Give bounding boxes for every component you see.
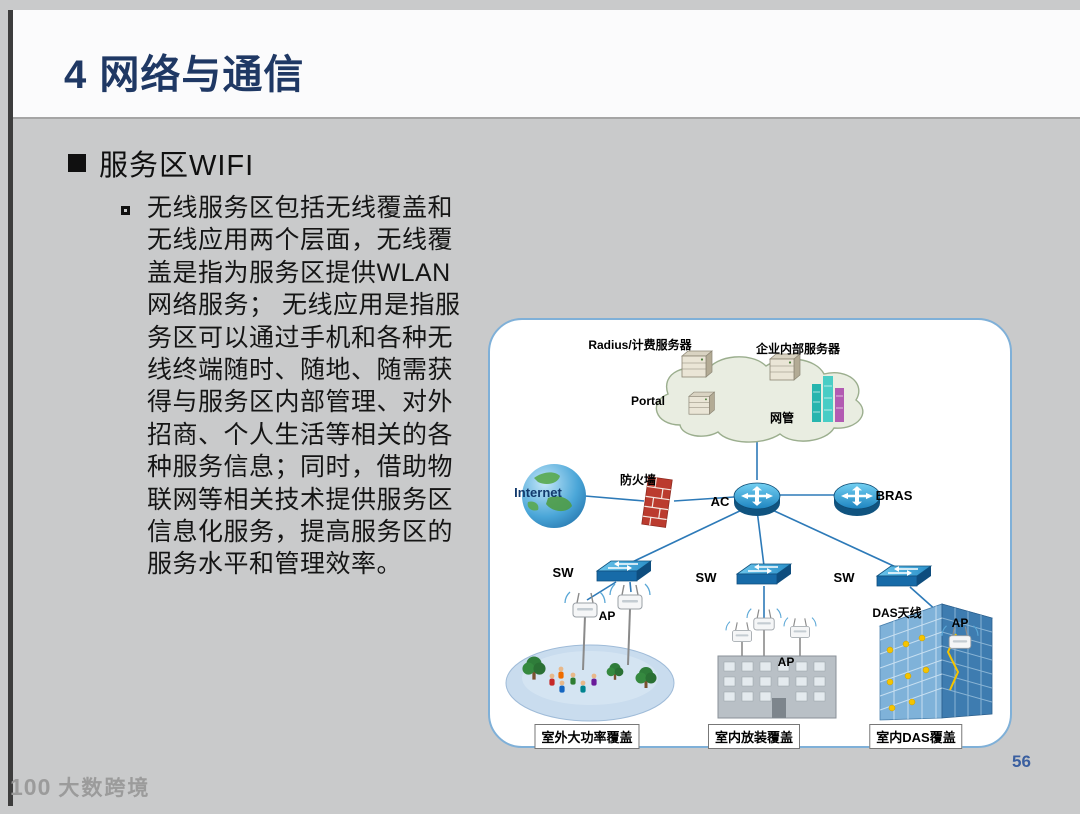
hollow-square-bullet-icon bbox=[121, 206, 130, 215]
das-building bbox=[878, 603, 994, 721]
body-line: 得与服务区内部管理、对外 bbox=[147, 388, 454, 417]
body-line: 线终端随时、随地、随需获 bbox=[147, 356, 454, 385]
body-line: 网络服务； 无线应用是指服 bbox=[147, 291, 461, 320]
bras-router-icon bbox=[833, 482, 881, 517]
outdoor-scene bbox=[505, 583, 675, 722]
firewall-label: 防火墙 bbox=[619, 473, 657, 487]
body-line: 服务水平和管理效率。 bbox=[147, 550, 403, 579]
radius-server-label: Radius/计费服务器 bbox=[588, 338, 692, 352]
indoor-ap-icon bbox=[783, 617, 817, 639]
sw1-label: SW bbox=[552, 565, 574, 580]
sw3-label: SW bbox=[833, 570, 855, 585]
nms-cloud bbox=[655, 356, 864, 443]
enterprise-server-icon bbox=[769, 353, 801, 381]
body-line: 盖是指为服务区提供WLAN bbox=[147, 258, 451, 287]
left-accent-stripe bbox=[8, 10, 13, 806]
coverage-outdoor-label: 室外大功率覆盖 bbox=[534, 724, 640, 749]
portal-label: Portal bbox=[630, 394, 666, 408]
ap3-label: AP bbox=[951, 616, 969, 630]
sw2-label: SW bbox=[695, 570, 717, 585]
page-title: 4 网络与通信 bbox=[64, 53, 305, 97]
network-diagram-panel: Radius/计费服务器 企业内部服务器 Portal 网管 Internet … bbox=[488, 318, 1012, 749]
body-line: 无线服务区包括无线覆盖和 bbox=[147, 194, 454, 222]
header-band bbox=[13, 10, 1080, 119]
nms-label: 网管 bbox=[769, 411, 795, 425]
internet-label: Internet bbox=[514, 485, 562, 500]
ac-label: AC bbox=[710, 494, 730, 509]
watermark: 100 大数跨境 bbox=[10, 772, 150, 802]
ap1-label: AP bbox=[598, 609, 616, 623]
page-number: 56 bbox=[1012, 752, 1031, 771]
das-antenna-label: DAS天线 bbox=[872, 606, 922, 620]
network-diagram bbox=[505, 350, 994, 722]
switch-2-icon bbox=[736, 563, 792, 585]
enterprise-server-label: 企业内部服务器 bbox=[755, 342, 841, 356]
portal-server-icon bbox=[688, 391, 715, 415]
watermark-logo: 100 bbox=[10, 773, 52, 800]
firewall-icon bbox=[641, 476, 673, 528]
ap2-label: AP bbox=[777, 655, 795, 669]
body-line: 信息化服务，提高服务区的 bbox=[147, 518, 454, 547]
bras-label: BRAS bbox=[875, 488, 913, 503]
coverage-das-label: 室内DAS覆盖 bbox=[869, 724, 963, 749]
switch-3-icon bbox=[876, 565, 932, 587]
internet-globe-icon bbox=[522, 464, 586, 528]
body-line: 种服务信息；同时，借助物 bbox=[147, 453, 454, 482]
das-antenna-dots bbox=[886, 634, 930, 712]
body-line: 联网等相关技术提供服务区 bbox=[147, 485, 454, 514]
indoor-building bbox=[717, 608, 837, 719]
switch-1-icon bbox=[596, 560, 652, 582]
coverage-indoor-label: 室内放装覆盖 bbox=[707, 724, 801, 749]
ac-router-icon bbox=[733, 482, 781, 517]
radius-server-icon bbox=[681, 350, 713, 378]
watermark-text: 大数跨境 bbox=[58, 777, 151, 800]
nms-buildings bbox=[812, 376, 844, 422]
section-heading-label: 服务区WIFI bbox=[99, 150, 255, 182]
section-heading: 服务区WIFI bbox=[68, 142, 254, 184]
body-line: 无线应用两个层面，无线覆 bbox=[147, 226, 454, 255]
indoor-ap-icon bbox=[725, 621, 759, 643]
body-line: 务区可以通过手机和各种无 bbox=[147, 323, 454, 352]
square-bullet-icon bbox=[68, 154, 86, 172]
body-text: 无线服务区包括无线覆盖和无线应用两个层面，无线覆盖是指为服务区提供WLAN 网络服… bbox=[147, 192, 460, 581]
body-line: 招商、个人生活等相关的各 bbox=[147, 420, 454, 449]
